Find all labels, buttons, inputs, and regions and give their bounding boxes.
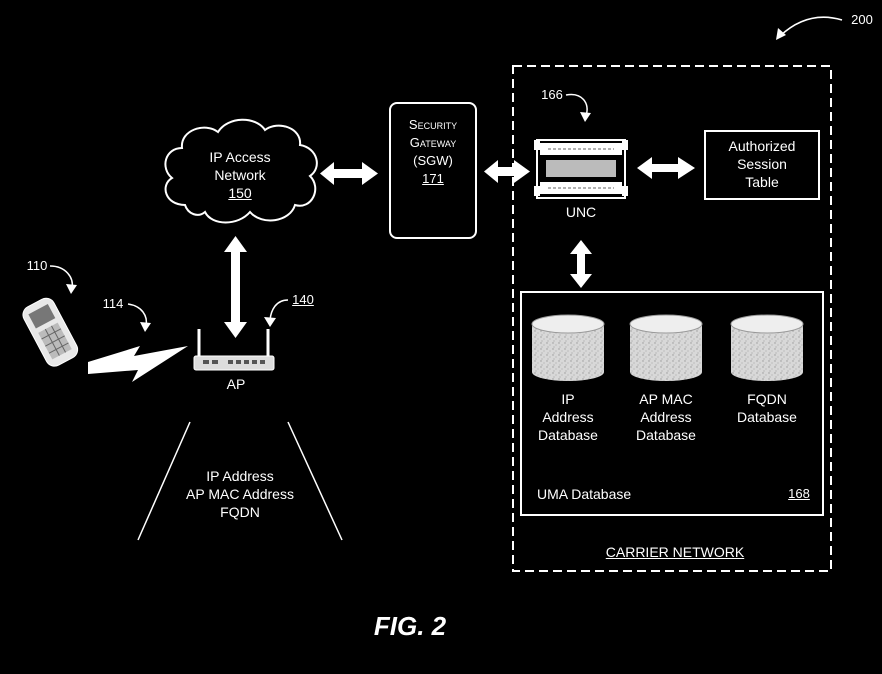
ip-address-database-line1: IP [561, 391, 575, 407]
ap-mac-address-database-line1: AP MAC [639, 391, 693, 407]
ref-166-arrowhead [580, 112, 591, 122]
fqdn-database-line1: FQDN [747, 391, 787, 407]
carrier-network-boundary [512, 65, 832, 572]
wireless-link-ref: 114 [102, 296, 124, 311]
ref-200-leader [779, 16, 843, 37]
ip-access-network-label: IP Access Network 150 [190, 148, 290, 202]
figure-label: FIG. 2 [373, 611, 447, 641]
carrier-network-label: CARRIER NETWORK [605, 544, 745, 560]
fqdn-database-label: FQDN Database [727, 390, 807, 426]
access-point-icon [193, 329, 275, 371]
session-table-line3: Table [745, 174, 779, 190]
ap-info-line3: FQDN [220, 504, 260, 520]
ip-access-network-line2: Network [214, 167, 266, 183]
figure-ref: 200 [851, 12, 873, 27]
unc-ref: 166 [541, 87, 563, 102]
ap-info-beam-left [137, 421, 191, 541]
handset-icon [22, 297, 79, 367]
ref-140-arrowhead [264, 317, 276, 327]
session-table-label: Authorized Session Table [705, 137, 819, 191]
cloud-ap-arrow [224, 236, 247, 338]
unc-server-icon [534, 139, 628, 199]
ip-address-database-icon [531, 314, 605, 381]
ip-address-database-label: IP Address Database [528, 390, 608, 444]
wireless-link-icon [88, 346, 188, 382]
ap-info-beam-right [287, 421, 343, 541]
security-gateway-label: Security Gateway (SGW) 171 [390, 116, 476, 188]
security-gateway-box [389, 102, 477, 239]
ip-access-network-cloud [164, 118, 318, 224]
unc-uma-database-arrow [570, 240, 592, 288]
ref-110-arrowhead [66, 284, 77, 294]
uma-database-box [520, 291, 824, 516]
security-gateway-ref: 171 [422, 171, 444, 186]
ap-info-line1: IP Address [206, 468, 274, 484]
ap-mac-address-database-line2: Address [640, 409, 692, 425]
ref-140-leader [269, 299, 289, 321]
session-table-line2: Session [737, 156, 787, 172]
handset-ref: 110 [26, 258, 48, 273]
ip-access-network-line1: IP Access [209, 149, 271, 165]
cloud-sgw-arrow [320, 162, 378, 185]
ap-mac-address-database-line3: Database [636, 427, 696, 443]
ip-address-database-line2: Address [542, 409, 594, 425]
sgw-unc-arrow [484, 160, 530, 183]
uma-database-ref: 168 [788, 486, 810, 501]
ref-114-arrowhead [140, 322, 151, 332]
security-gateway-line2: Gateway [409, 135, 457, 150]
fqdn-database-line2: Database [737, 409, 797, 425]
uma-database-label: UMA Database [537, 486, 632, 502]
unc-session-table-arrow [637, 157, 695, 179]
access-point-label: AP [226, 376, 246, 392]
ap-info-label: IP Address AP MAC Address FQDN [165, 467, 315, 521]
ap-info-line2: AP MAC Address [186, 486, 294, 502]
unc-label: UNC [565, 204, 597, 220]
access-point-ref: 140 [292, 292, 314, 307]
session-table-box [704, 130, 820, 200]
ip-address-database-line3: Database [538, 427, 598, 443]
session-table-line1: Authorized [728, 138, 796, 154]
security-gateway-line3: (SGW) [413, 153, 453, 168]
ap-mac-address-database-label: AP MAC Address Database [626, 390, 706, 444]
security-gateway-line1: Security [408, 117, 458, 132]
fqdn-database-icon [730, 314, 804, 381]
ip-access-network-ref: 150 [228, 185, 252, 201]
ap-mac-address-database-icon [629, 314, 703, 381]
ref-200-arrowhead [776, 28, 786, 40]
